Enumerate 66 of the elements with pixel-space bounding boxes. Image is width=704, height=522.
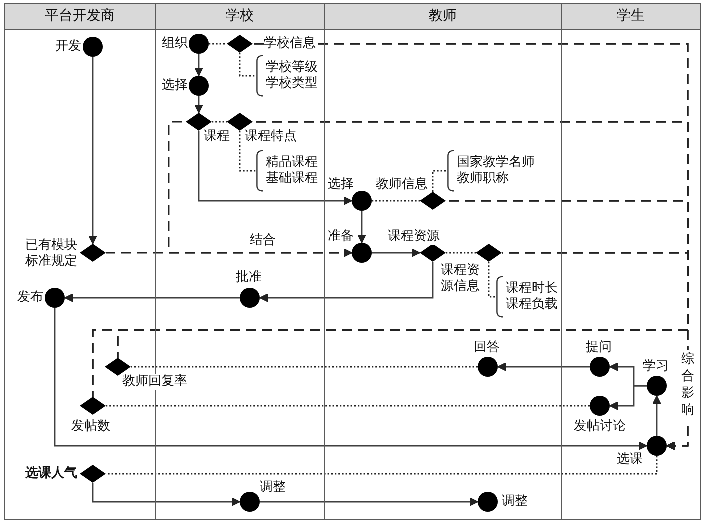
node-label: 回答	[474, 340, 500, 356]
dashed-line	[92, 252, 689, 397]
dotted-line	[209, 43, 227, 45]
node-label: 发帖讨论	[574, 418, 626, 434]
node-label: 课程特点	[245, 128, 297, 144]
lane-header: 平台开发商	[5, 4, 155, 30]
arrow	[194, 96, 204, 114]
arrow	[652, 396, 662, 436]
lane-header: 学生	[562, 4, 700, 30]
lane-header: 教师	[325, 4, 561, 30]
node-label: 基础课程	[266, 170, 318, 186]
node-label: 选择	[162, 78, 188, 94]
arrow	[64, 294, 240, 302]
arrow	[372, 248, 420, 258]
arrow	[88, 57, 98, 244]
dotted-line	[212, 121, 227, 123]
node-label: 教师回复率	[122, 374, 188, 390]
arrow	[260, 262, 434, 302]
dotted-line	[488, 262, 496, 298]
node-label: 发布	[18, 290, 44, 306]
node-label: 选择	[328, 176, 354, 192]
dotted-line	[131, 366, 478, 368]
node-label: 学校信息	[264, 36, 316, 52]
dotted-line	[446, 252, 476, 254]
arrow	[610, 385, 647, 410]
arrow	[260, 498, 478, 506]
node-label: 选课人气	[26, 466, 78, 482]
dashed-arrow	[168, 121, 352, 258]
node-label: 组织	[162, 36, 188, 52]
lane-header: 学校	[156, 4, 324, 30]
arrow	[92, 483, 240, 506]
arrow	[194, 54, 204, 76]
node-label: 课程时长	[506, 280, 558, 296]
dotted-line	[239, 131, 256, 172]
node-label: 选课	[617, 452, 643, 468]
node-label: 发帖数	[72, 418, 110, 434]
node-label: 批准	[236, 270, 262, 286]
node-label: 调整	[260, 480, 286, 496]
edge-label: 综合影响	[681, 350, 695, 420]
node-label: 课程	[204, 128, 230, 144]
node-label: 国家教学名师	[457, 154, 535, 170]
node-label: 学校类型	[266, 76, 318, 92]
node-label: 教师职称	[457, 170, 509, 186]
arrow	[498, 362, 590, 372]
node-label: 调整	[502, 494, 528, 510]
node-label: 提问	[586, 340, 612, 356]
node-label: 课程资源信息	[441, 262, 483, 294]
node-label: 学习	[643, 358, 669, 374]
swimlane	[325, 3, 562, 520]
dotted-line	[106, 405, 590, 407]
node-label: 课程资源	[388, 228, 440, 244]
arrow	[358, 211, 366, 244]
dotted-line	[432, 170, 447, 192]
node-label: 精品课程	[266, 154, 318, 170]
node-label: 开发	[56, 38, 82, 54]
node-label: 学校等级	[266, 60, 318, 76]
dotted-line	[106, 456, 658, 475]
node-label: 课程负载	[506, 296, 558, 312]
arrow	[198, 131, 352, 206]
arrow	[54, 308, 648, 450]
dotted-line	[372, 200, 420, 202]
node-label: 准备	[328, 228, 354, 244]
edge-label: 结合	[250, 233, 276, 249]
dotted-line	[239, 53, 256, 77]
node-label: 教师信息	[376, 176, 428, 192]
swimlane	[562, 3, 701, 520]
